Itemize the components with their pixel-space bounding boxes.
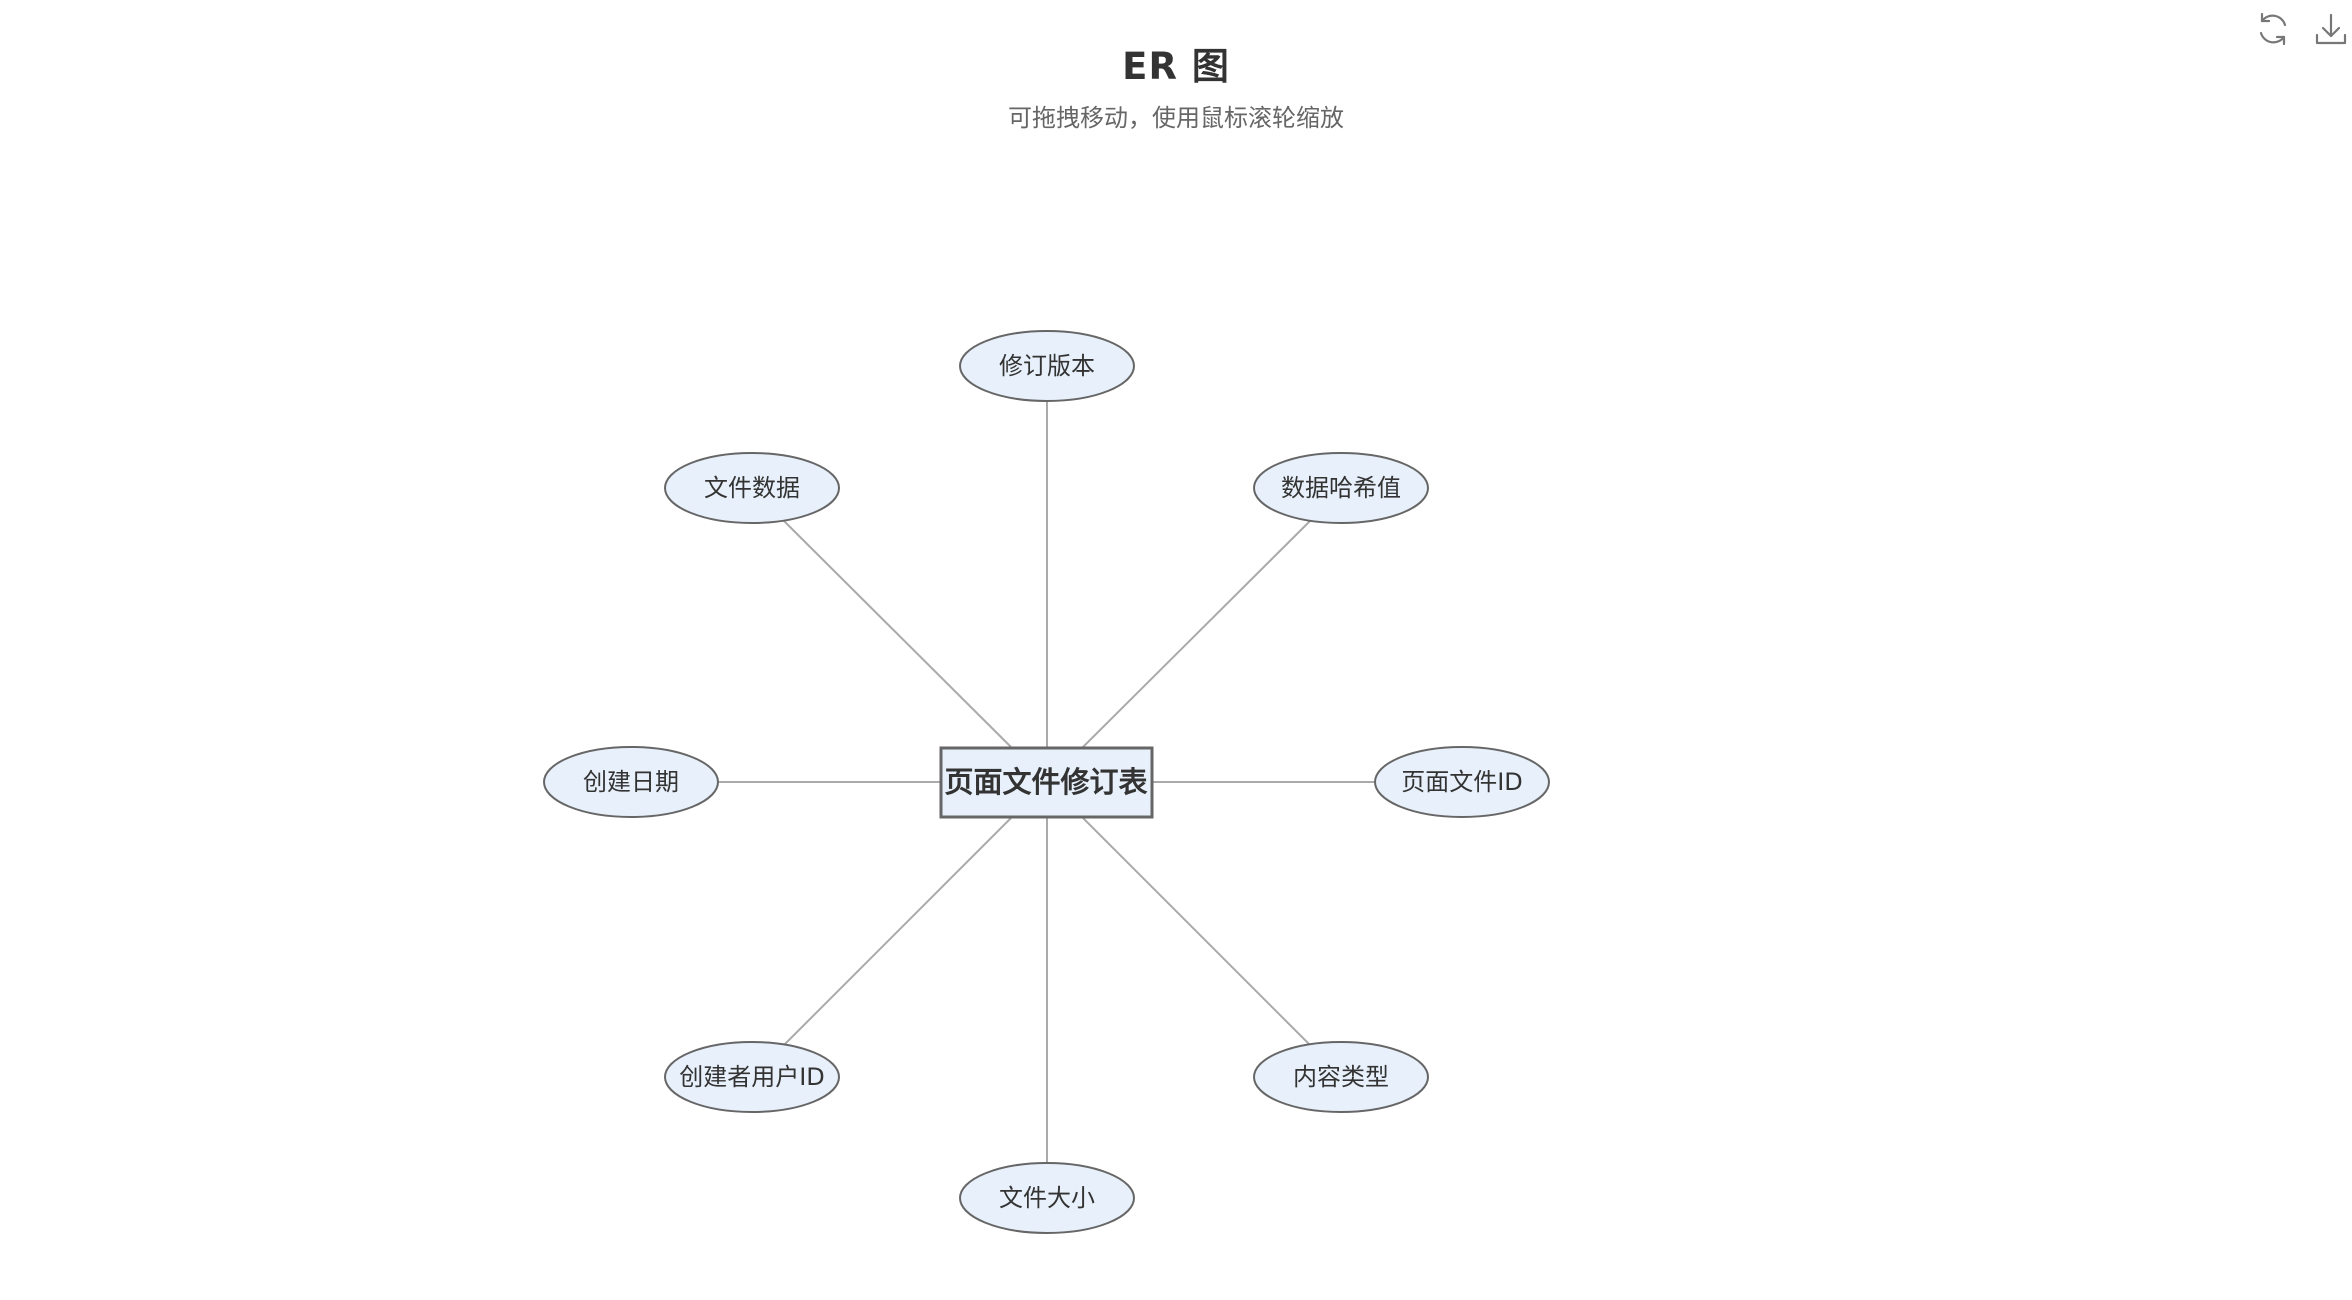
attribute-node-revision[interactable]: 修订版本 — [959, 330, 1135, 402]
attribute-node-page-file-id[interactable]: 页面文件ID — [1374, 746, 1550, 818]
edge-hash — [1081, 519, 1312, 749]
attribute-label: 数据哈希值 — [1281, 474, 1401, 502]
entity-label: 页面文件修订表 — [944, 765, 1147, 799]
attribute-label: 文件数据 — [704, 474, 800, 502]
attribute-label: 内容类型 — [1293, 1063, 1389, 1091]
entity-node[interactable]: 页面文件修订表 — [939, 746, 1154, 819]
attribute-node-content-type[interactable]: 内容类型 — [1253, 1041, 1429, 1113]
edge-content-type — [1081, 816, 1312, 1047]
attribute-ellipse — [664, 452, 840, 524]
page-title: ER 图 — [1122, 45, 1230, 88]
attribute-ellipse — [664, 1041, 840, 1113]
download-button[interactable] — [2310, 8, 2352, 50]
attribute-node-created-date[interactable]: 创建日期 — [543, 746, 719, 818]
attribute-label: 创建日期 — [583, 768, 679, 796]
attribute-ellipse — [1253, 1041, 1429, 1113]
attribute-ellipse — [1253, 452, 1429, 524]
page-subtitle: 可拖拽移动，使用鼠标滚轮缩放 — [1008, 104, 1344, 132]
edge-creator-user-id — [782, 816, 1013, 1047]
entity-box — [939, 746, 1154, 819]
attribute-label: 创建者用户ID — [679, 1063, 825, 1091]
attribute-label: 修订版本 — [999, 352, 1095, 380]
attribute-node-hash[interactable]: 数据哈希值 — [1253, 452, 1429, 524]
attribute-label: 文件大小 — [999, 1184, 1095, 1212]
attribute-label: 页面文件ID — [1401, 768, 1523, 796]
attribute-node-file-data[interactable]: 文件数据 — [664, 452, 840, 524]
edges — [719, 402, 1374, 1163]
toolbar — [2252, 8, 2352, 50]
attribute-ellipse — [1374, 746, 1550, 818]
attribute-node-file-size[interactable]: 文件大小 — [959, 1162, 1135, 1234]
refresh-button[interactable] — [2252, 8, 2294, 50]
attribute-ellipse — [959, 330, 1135, 402]
attribute-ellipse — [543, 746, 719, 818]
refresh-icon — [2259, 12, 2287, 46]
download-icon — [2315, 13, 2347, 45]
attribute-node-creator-user-id[interactable]: 创建者用户ID — [664, 1041, 840, 1113]
edge-file-data — [782, 519, 1013, 749]
attribute-ellipse — [959, 1162, 1135, 1234]
